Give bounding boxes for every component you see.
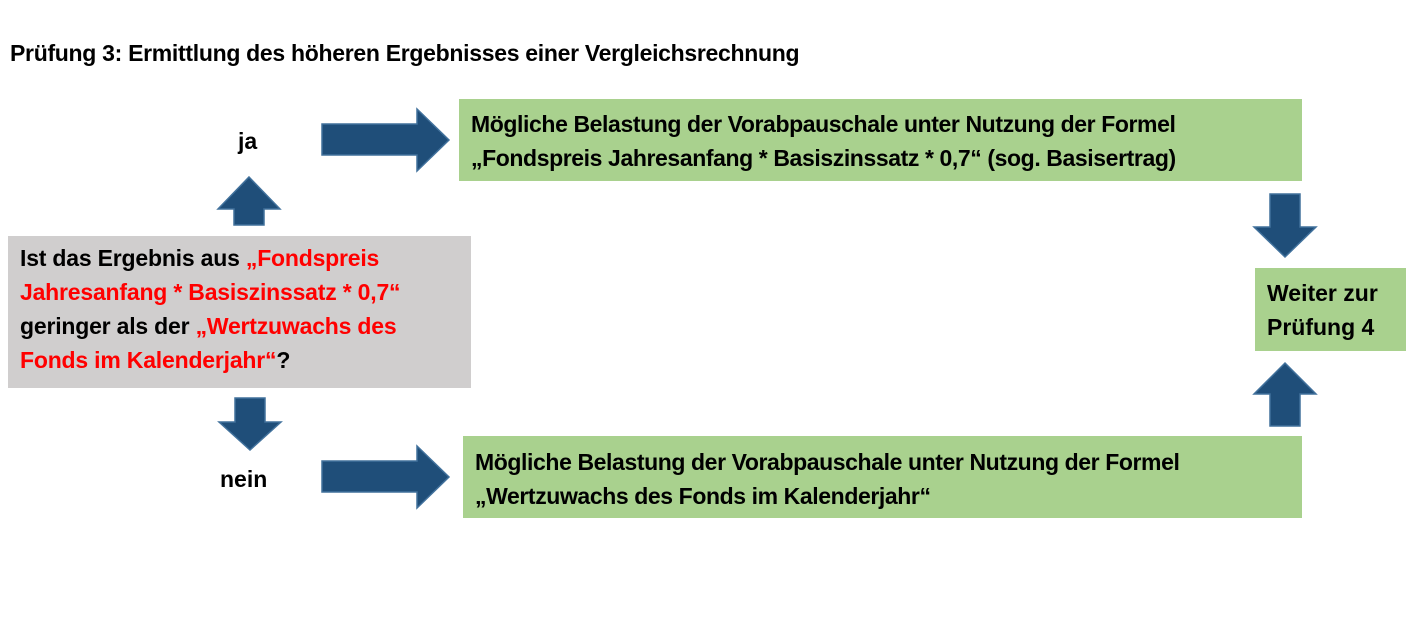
next-step-line2: Prüfung 4 — [1267, 314, 1375, 340]
outcome-no-line1: Mögliche Belastung der Vorabpauschale un… — [475, 449, 1180, 475]
decision-formula-wertzuwachs: „Wertzuwachs des Fonds im Kalenderjahr“ — [20, 313, 397, 373]
no-label: nein — [220, 466, 268, 492]
arrow-down-icon — [1252, 193, 1318, 259]
arrow-up-icon — [216, 175, 282, 226]
yes-label: ja — [238, 128, 258, 154]
decision-formula-basisertrag: „Fondspreis Jahresanfang * Basiszinssatz… — [20, 245, 401, 305]
decision-text-2: geringer als der — [20, 313, 196, 339]
next-step-box: Weiter zur Prüfung 4 — [1255, 268, 1406, 351]
decision-text-3: ? — [276, 347, 291, 373]
arrow-right-icon — [321, 107, 451, 173]
page-title: Prüfung 3: Ermittlung des höheren Ergebn… — [10, 40, 800, 66]
outcome-yes-line2: „Fondspreis Jahresanfang * Basiszinssatz… — [471, 145, 1176, 171]
decision-box: Ist das Ergebnis aus „Fondspreis Jahresa… — [8, 236, 471, 388]
next-step-line1: Weiter zur — [1267, 280, 1378, 306]
decision-text-1: Ist das Ergebnis aus — [20, 245, 246, 271]
arrow-down-icon — [217, 397, 283, 452]
outcome-yes-box: Mögliche Belastung der Vorabpauschale un… — [459, 99, 1302, 181]
arrow-up-icon — [1252, 361, 1318, 427]
outcome-no-line2: „Wertzuwachs des Fonds im Kalenderjahr“ — [475, 483, 931, 509]
outcome-no-box: Mögliche Belastung der Vorabpauschale un… — [463, 436, 1302, 518]
arrow-right-icon — [321, 444, 451, 510]
outcome-yes-line1: Mögliche Belastung der Vorabpauschale un… — [471, 111, 1176, 137]
